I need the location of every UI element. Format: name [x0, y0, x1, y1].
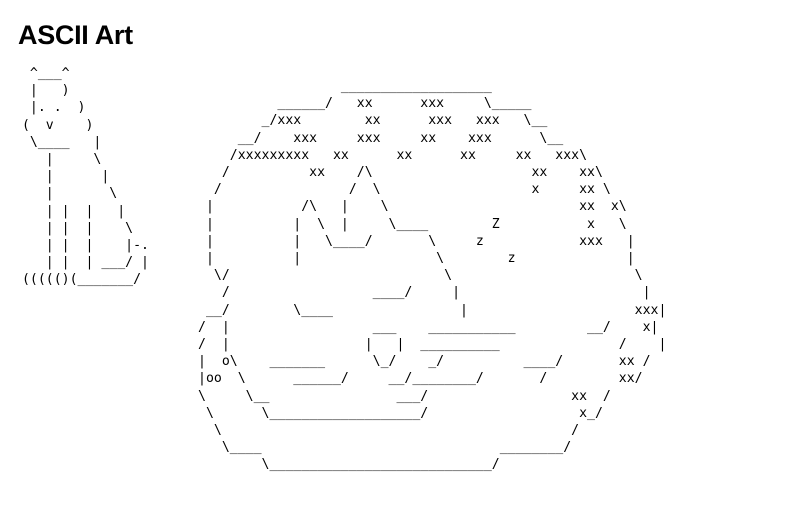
ascii-fishbowl-art: ___________________ ______/ xx xxx \____…	[198, 79, 667, 473]
ascii-cat-art: ^___^ | ) |. . ) ( v ) \____ | | \ | | |…	[21, 66, 149, 288]
page-title: ASCII Art	[18, 20, 133, 50]
